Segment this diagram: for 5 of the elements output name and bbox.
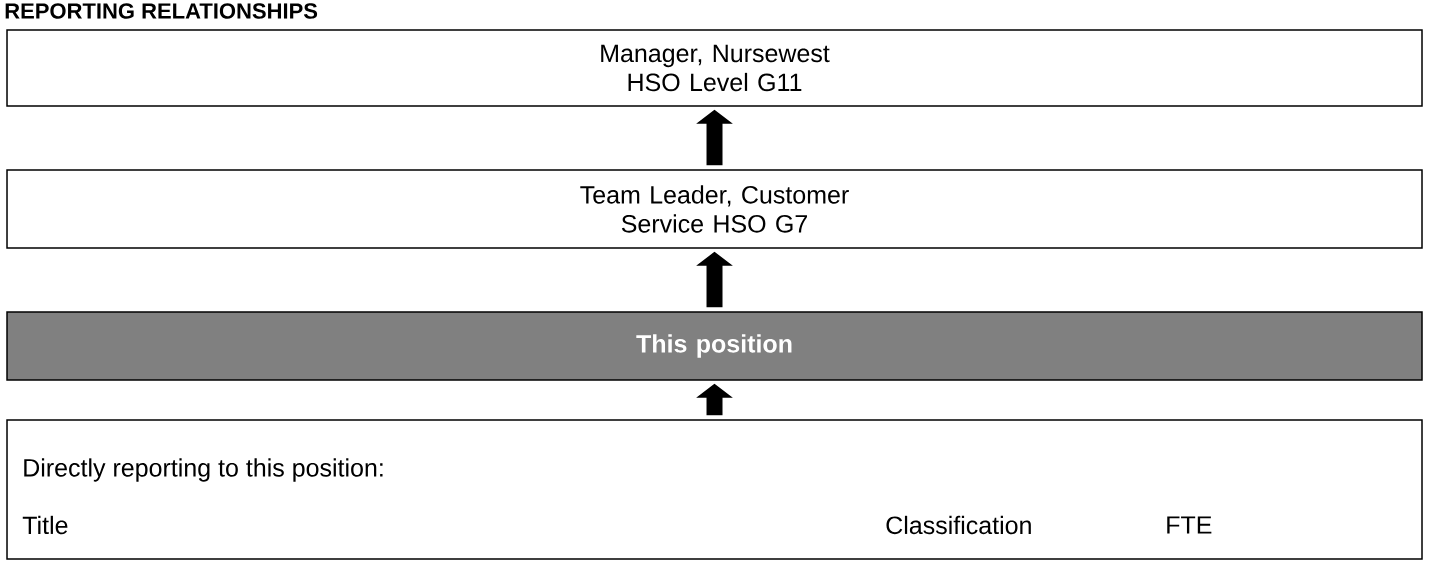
- heading: REPORTING RELATIONSHIPS: [5, 3, 318, 19]
- role-box: Manager, Nursewest HSO Level G11: [6, 29, 1423, 107]
- position-box: This position: [6, 311, 1423, 381]
- role-box: Team Leader, Customer Service HSO G7: [6, 169, 1423, 249]
- reports-table-box: Directly reporting to this position: Title Classification FTE: [6, 419, 1423, 560]
